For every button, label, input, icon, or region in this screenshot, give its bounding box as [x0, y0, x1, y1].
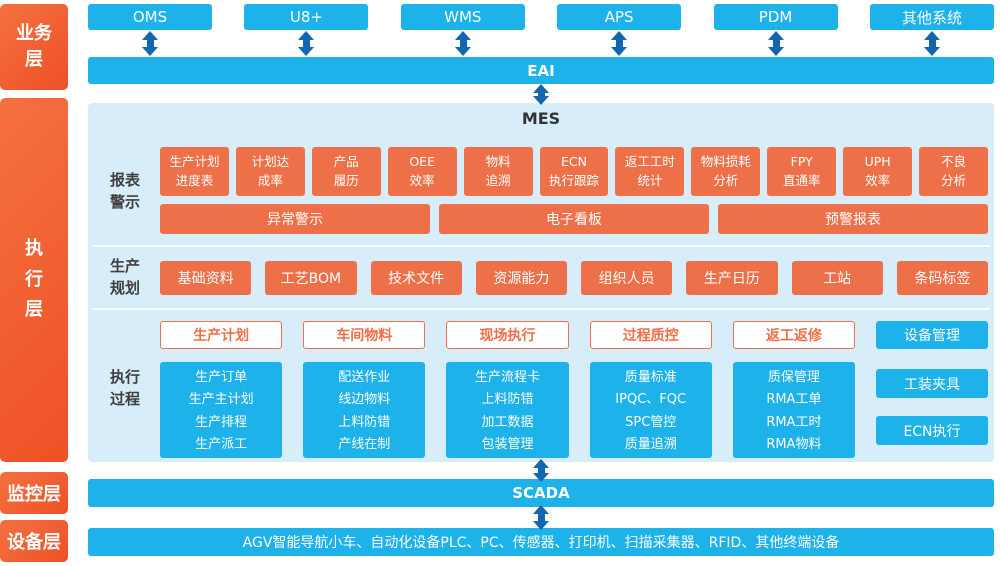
connector-arrow-other-eai: [924, 31, 940, 56]
eai-bar: EAI: [88, 57, 994, 84]
group-header-onsite-execution: 现场执行: [446, 321, 569, 349]
side-box-ecn-execution: ECN执行: [875, 416, 988, 445]
connector-arrow-wms-eai: [455, 31, 471, 56]
group-body-process-quality: 质量标准 IPQC、FQC SPC管控 质量追溯: [589, 362, 712, 458]
business-systems-row: OMS U8+ WMS APS PDM 其他系统: [88, 4, 994, 30]
layer-label-device-text: 设备层: [7, 532, 61, 553]
report-items-row: 生产计划 进度表 计划达 成率 产品 履历 OEE 效率 物料 追溯 ECN 执…: [160, 147, 988, 196]
planning-item-organization-personnel: 组织人员: [581, 261, 673, 295]
report-item-ecn-tracking: ECN 执行跟踪: [539, 147, 609, 196]
system-box-other: 其他系统: [869, 4, 994, 30]
system-box-aps: APS: [557, 4, 682, 30]
report-item-material-trace: 物料 追溯: [463, 147, 533, 196]
connector-arrow-pdm-eai: [768, 31, 784, 56]
connector-arrow-eai-mes: [533, 84, 549, 105]
planning-item-resource-capacity: 资源能力: [475, 261, 567, 295]
report-item-oee: OEE 效率: [387, 147, 457, 196]
planning-item-production-calendar: 生产日历: [686, 261, 778, 295]
layer-label-monitoring-text: 监控层: [7, 484, 61, 505]
side-box-tooling-fixture: 工装夹具: [875, 369, 988, 398]
connector-arrow-mes-scada: [533, 459, 549, 482]
scada-bar: SCADA: [88, 479, 994, 507]
planning-item-technical-docs: 技术文件: [370, 261, 462, 295]
layer-label-business: 业务层: [0, 4, 68, 90]
report-item-plan-achievement: 计划达 成率: [235, 147, 305, 196]
report-bar-electronic-board: 电子看板: [439, 204, 709, 234]
diagram-content: OMS U8+ WMS APS PDM 其他系统 EAI MES 报表警示 生产…: [88, 0, 994, 566]
connector-arrow-scada-devices: [533, 505, 549, 530]
device-layer-bar: AGV智能导航小车、自动化设备PLC、PC、传感器、打印机、扫描采集器、RFID…: [88, 528, 994, 556]
process-grid: 生产计划 车间物料 现场执行 过程质控 返工返修 设备管理 生产订单 生产主计划…: [160, 321, 988, 458]
planning-item-process-bom: 工艺BOM: [265, 261, 357, 295]
report-bar-abnormal-alert: 异常警示: [160, 204, 430, 234]
section-label-production-planning-text: 生产规划: [109, 256, 140, 298]
planning-items-row: 基础资料 工艺BOM 技术文件 资源能力 组织人员 生产日历 工站 条码标签: [160, 261, 988, 295]
group-body-workshop-material: 配送作业 线边物料 上料防错 产线在制: [303, 362, 426, 458]
report-item-production-plan-progress: 生产计划 进度表: [160, 147, 229, 196]
side-column: 工装夹具 ECN执行: [875, 362, 988, 458]
group-body-rework-repair: 质保管理 RMA工单 RMA工时 RMA物料: [732, 362, 855, 458]
section-label-execution-process: 执行过程: [96, 343, 154, 433]
layer-label-device: 设备层: [0, 520, 68, 562]
system-box-oms: OMS: [88, 4, 212, 30]
mes-panel: MES 报表警示 生产计划 进度表 计划达 成率 产品 履历 OEE 效率 物料…: [88, 103, 994, 462]
report-item-product-history: 产品 履历: [311, 147, 381, 196]
planning-item-basic-data: 基础资料: [160, 261, 252, 295]
group-header-process-quality: 过程质控: [589, 321, 712, 349]
layer-label-execution-text: 执行层: [25, 238, 43, 321]
report-item-material-loss: 物料损耗 分析: [691, 147, 761, 196]
layer-label-business-text: 业务层: [16, 22, 52, 70]
group-body-production-plan: 生产订单 生产主计划 生产排程 生产派工: [160, 362, 283, 458]
connector-arrow-oms-eai: [142, 31, 158, 56]
report-item-uph: UPH 效率: [843, 147, 913, 196]
mes-title: MES: [521, 109, 561, 128]
connector-arrow-aps-eai: [611, 31, 627, 56]
group-header-production-plan: 生产计划: [160, 321, 283, 349]
planning-item-barcode-label: 条码标签: [896, 261, 988, 295]
system-box-wms: WMS: [400, 4, 525, 30]
report-bars-row: 异常警示 电子看板 预警报表: [160, 204, 988, 234]
group-header-rework-repair: 返工返修: [732, 321, 855, 349]
report-bar-early-warning-report: 预警报表: [718, 204, 988, 234]
section-label-production-planning: 生产规划: [96, 253, 154, 301]
layer-label-monitoring: 监控层: [0, 472, 68, 514]
report-item-defect-analysis: 不良 分析: [919, 147, 988, 196]
section-divider: [92, 245, 990, 247]
system-box-pdm: PDM: [713, 4, 838, 30]
connector-arrow-u8-eai: [298, 31, 314, 56]
side-box-equipment-management: 设备管理: [875, 321, 988, 349]
report-item-rework-hours: 返工工时 统计: [615, 147, 685, 196]
layer-label-execution: 执行层: [0, 98, 68, 462]
group-header-workshop-material: 车间物料: [303, 321, 426, 349]
section-divider: [92, 308, 990, 310]
section-label-execution-process-text: 执行过程: [109, 367, 140, 409]
system-box-u8: U8+: [244, 4, 369, 30]
group-body-onsite-execution: 生产流程卡 上料防错 加工数据 包装管理: [446, 362, 569, 458]
section-label-report-warning: 报表警示: [96, 147, 154, 235]
section-label-report-warning-text: 报表警示: [109, 170, 140, 212]
report-item-fpy: FPY 直通率: [767, 147, 837, 196]
planning-item-workstation: 工站: [791, 261, 883, 295]
